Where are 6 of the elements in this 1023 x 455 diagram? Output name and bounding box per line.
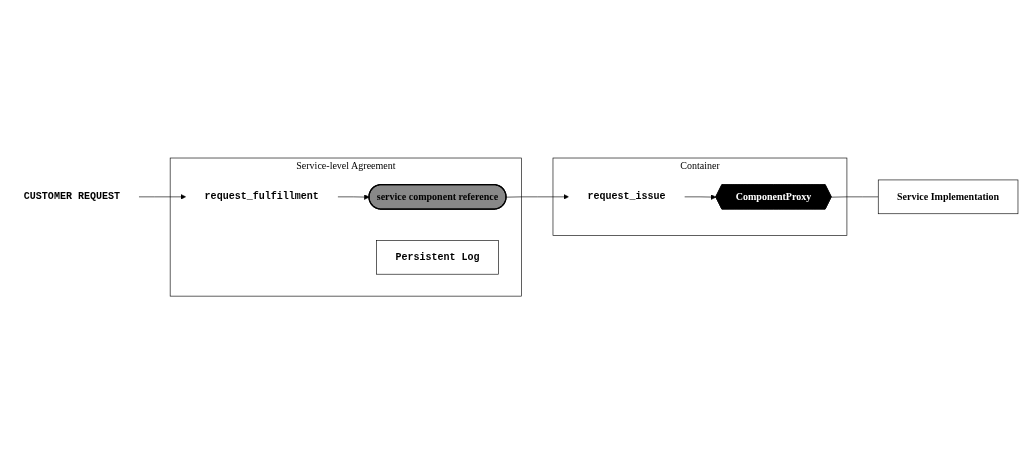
node-text: request_fulfillment (204, 191, 319, 203)
node-box: Persistent Log (376, 240, 499, 275)
node-text: request_issue (587, 191, 666, 203)
node-text: CUSTOMER REQUEST (23, 191, 121, 203)
node-box: Service Implementation (877, 180, 1019, 215)
connector (831, 196, 879, 198)
